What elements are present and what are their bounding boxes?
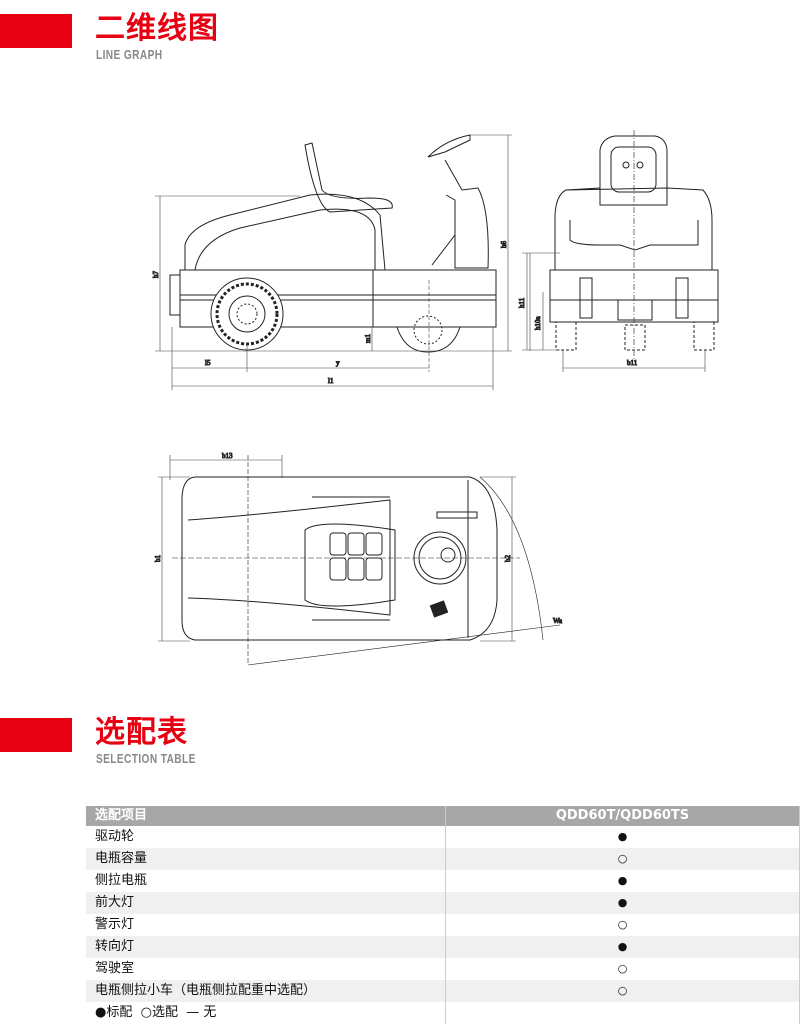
dim-h6: h6 [500,241,508,249]
dim-h11: h11 [518,297,526,308]
row-item: 电瓶侧拉小车（电瓶侧拉配重中选配） [86,980,446,1002]
section-title-selection-table: 选配表 [95,715,188,750]
row-value: ○ [445,848,800,870]
row-item: 驱动轮 [86,826,446,848]
section-title-line-graph: 二维线图 [95,11,219,46]
table-row: 前大灯● [86,892,800,914]
selection-table: 选配项目 QDD60T/QDD60TS 驱动轮● 电瓶容量○ 侧拉电瓶● 前大灯… [86,806,800,1024]
section-bar-line-graph [0,14,72,48]
dim-m1: m1 [364,334,372,343]
section-subtitle-line-graph: LINE GRAPH [96,47,163,62]
row-value: ● [445,870,800,892]
table-row: 驱动轮● [86,826,800,848]
legend-empty-cell [445,1002,800,1024]
dim-l1: l1 [328,377,334,385]
table-row: 侧拉电瓶● [86,870,800,892]
table-row: 警示灯○ [86,914,800,936]
row-value: ● [445,826,800,848]
section-subtitle-selection-table: SELECTION TABLE [96,751,196,766]
table-row: 电瓶侧拉小车（电瓶侧拉配重中选配）○ [86,980,800,1002]
dim-y: y [336,359,340,367]
dim-h10a: h10a [534,316,542,331]
dim-l5: l5 [205,359,211,367]
top-view-drawing [172,455,561,666]
legend-text: ●标配 ○选配 — 无 [86,1002,446,1024]
header-model: QDD60T/QDD60TS [445,806,800,826]
row-item: 电瓶容量 [86,848,446,870]
line-drawings: l5 y l1 h7 h6 m1 h11 h10a b11 [152,130,719,666]
row-item: 转向灯 [86,936,446,958]
section-bar-selection-table [0,718,72,752]
front-view-drawing [549,130,719,360]
table-row: 驾驶室○ [86,958,800,980]
table-header-row: 选配项目 QDD60T/QDD60TS [86,806,800,826]
header-item: 选配项目 [86,806,446,826]
row-item: 侧拉电瓶 [86,870,446,892]
front-view-dimensions [522,252,706,372]
table-row: 转向灯● [86,936,800,958]
row-value: ● [445,936,800,958]
side-view-dimensions [155,134,531,390]
row-item: 驾驶室 [86,958,446,980]
table-legend-row: ●标配 ○选配 — 无 [86,1002,800,1024]
dim-wa: Wa [553,617,563,625]
top-view-dimensions [158,455,516,642]
row-item: 前大灯 [86,892,446,914]
dim-h7: h7 [152,271,160,279]
dim-b1: b1 [154,555,162,563]
dim-b13: b13 [222,452,233,460]
row-value: ○ [445,958,800,980]
row-value: ● [445,892,800,914]
row-value: ○ [445,914,800,936]
row-value: ○ [445,980,800,1002]
row-item: 警示灯 [86,914,446,936]
dim-b11: b11 [627,359,638,367]
table-row: 电瓶容量○ [86,848,800,870]
side-view-drawing [169,134,497,353]
dim-b2: b2 [504,555,512,563]
